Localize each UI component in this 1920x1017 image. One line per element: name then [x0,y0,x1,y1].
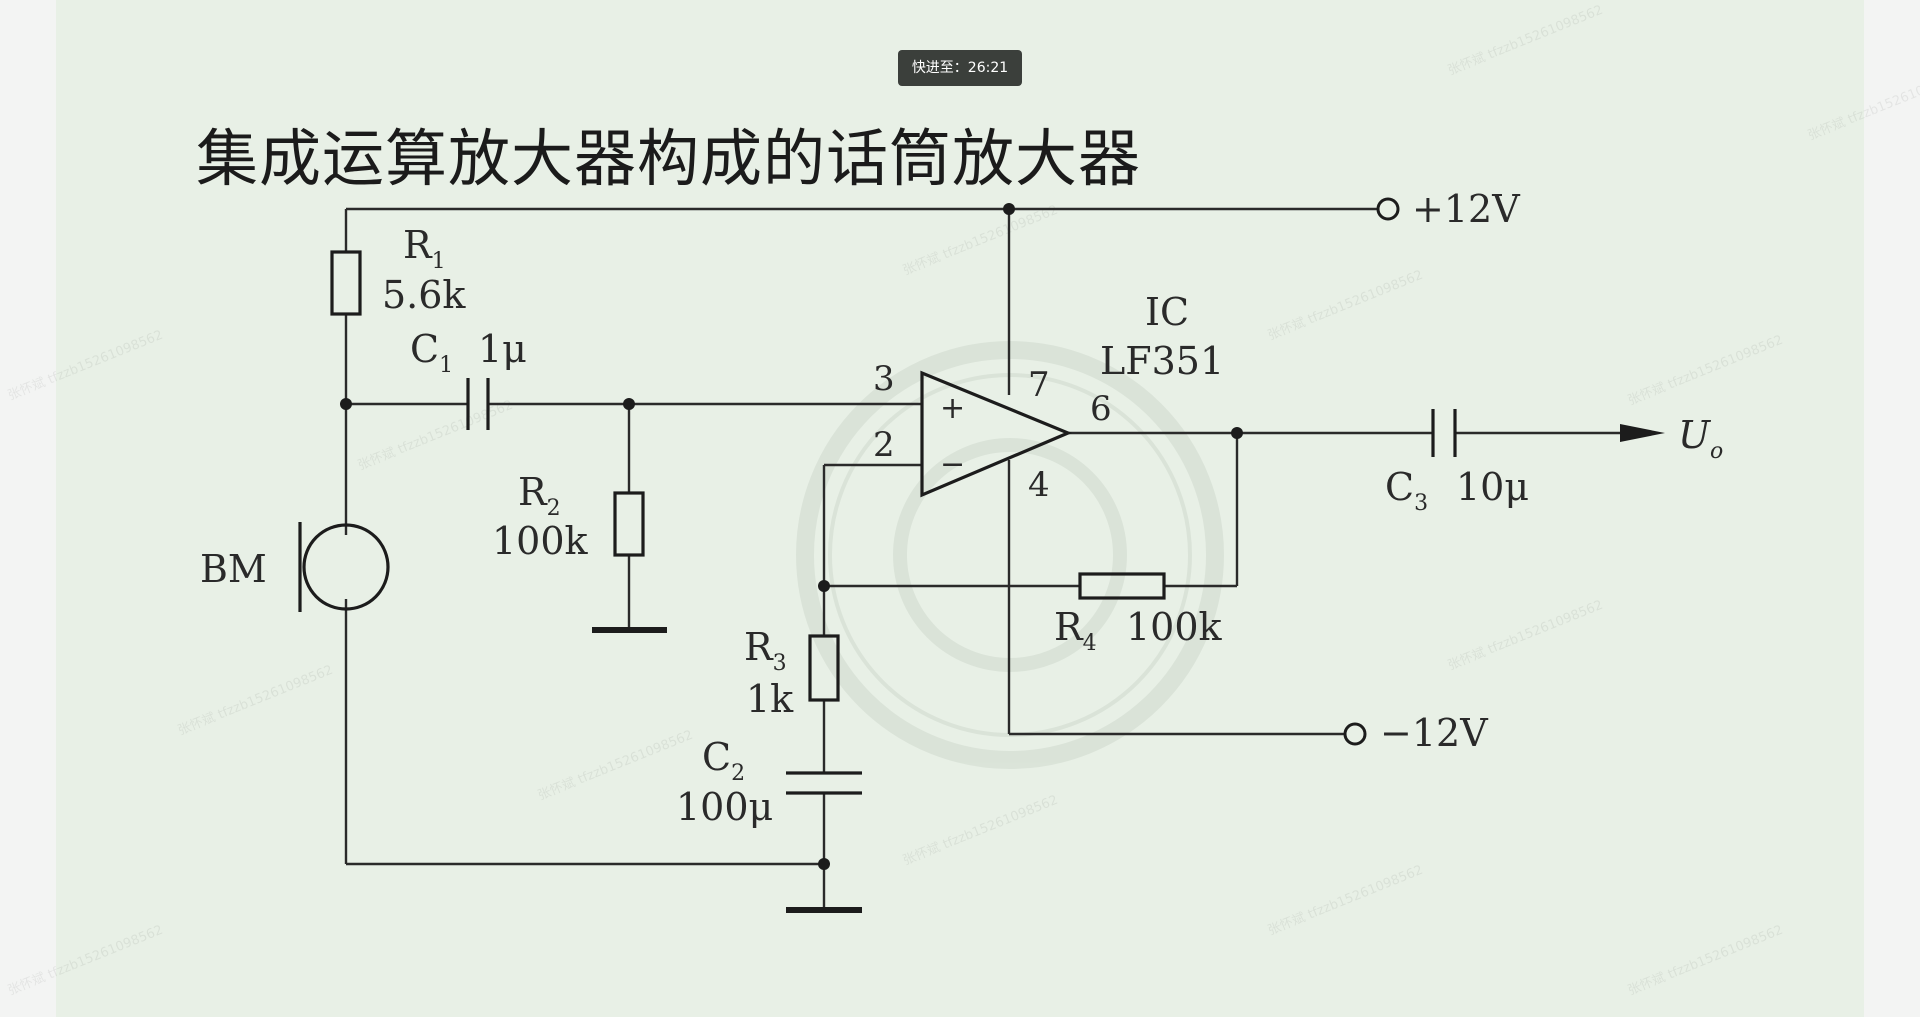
c1-sub-label: 1 [439,353,453,378]
r2-sub-label: 2 [547,496,561,521]
resistor-r2 [613,491,645,557]
vpos-label: +12V [1412,187,1520,231]
r4-name-label: R [1054,605,1084,649]
ic-part-label: LF351 [1100,339,1224,383]
resistor-r4 [1078,572,1166,600]
microphone-bm [298,522,390,612]
svg-text:张怀斌 tfzzb15261098562: 张怀斌 tfzzb15261098562 [1626,923,1785,999]
r4-value-label: 100k [1126,605,1223,649]
pin-3-label: 3 [873,359,895,399]
c3-name-label: C [1385,465,1414,509]
ic-name-label: IC [1145,290,1189,334]
seek-indicator-badge: 快进至：26:21 [898,50,1022,86]
svg-text:张怀斌 tfzzb15261098562: 张怀斌 tfzzb15261098562 [1626,333,1785,409]
c1-name-label: C [410,327,439,371]
svg-text:张怀斌 tfzzb15261098562: 张怀斌 tfzzb15261098562 [176,663,335,739]
uo-name-label: U [1678,413,1712,457]
bm-label: BM [200,547,267,591]
svg-text:Uo: Uo [1678,413,1723,464]
c3-sub-label: 3 [1414,491,1428,516]
r4-sub-label: 4 [1083,631,1097,656]
svg-text:张怀斌 tfzzb15261098562: 张怀斌 tfzzb15261098562 [536,728,695,804]
c3-value-label: 10μ [1456,465,1529,509]
svg-text:C2: C2 [702,735,745,786]
minus-input-symbol: − [940,447,965,482]
svg-text:C3: C3 [1385,465,1428,516]
capacitor-c3 [1431,409,1457,457]
svg-text:张怀斌 tfzzb15261098562: 张怀斌 tfzzb15261098562 [6,328,165,404]
op-amp-ic [920,370,1073,498]
terminal-vneg [1343,722,1367,746]
svg-text:张怀斌 tfzzb15261098562: 张怀斌 tfzzb15261098562 [1266,863,1425,939]
c2-name-label: C [702,735,731,779]
slide-background [56,0,1864,1017]
r3-sub-label: 3 [773,651,787,676]
svg-text:张怀斌 tfzzb15261098562: 张怀斌 tfzzb15261098562 [901,203,1060,279]
labels: R1 5.6k C1 1μ R2 100k BM R3 1k C2 100μ R… [200,187,1723,829]
svg-text:R4: R4 [1054,605,1097,656]
c2-sub-label: 2 [731,761,745,786]
vneg-label: −12V [1380,711,1488,755]
svg-text:C1: C1 [410,327,453,378]
svg-text:张怀斌 tfzzb15261098562: 张怀斌 tfzzb15261098562 [1446,3,1605,79]
pin-2-label: 2 [873,425,895,465]
resistor-r1 [330,250,362,316]
terminal-vpos [1376,197,1400,221]
c2-value-label: 100μ [676,785,773,829]
svg-text:张怀斌 tfzzb15261098562: 张怀斌 tfzzb15261098562 [6,923,165,999]
svg-text:张怀斌 tfzzb15261098562: 张怀斌 tfzzb15261098562 [1806,68,1920,144]
svg-text:R3: R3 [744,625,787,676]
svg-text:张怀斌 tfzzb15261098562: 张怀斌 tfzzb15261098562 [1266,268,1425,344]
pin-7-label: 7 [1028,365,1050,405]
output-arrow [1620,424,1665,442]
c1-value-label: 1μ [478,327,527,371]
pin-6-label: 6 [1090,389,1112,429]
r3-name-label: R [744,625,774,669]
wires [344,207,1625,908]
r3-value-label: 1k [746,677,794,721]
r1-value-label: 5.6k [382,273,466,317]
r2-name-label: R [518,470,548,514]
svg-text:张怀斌 tfzzb15261098562: 张怀斌 tfzzb15261098562 [901,793,1060,869]
uo-sub-label: o [1710,439,1723,464]
pin-4-label: 4 [1028,465,1050,505]
svg-text:张怀斌 tfzzb15261098562: 张怀斌 tfzzb15261098562 [356,398,515,474]
junction-dots [340,203,1243,870]
capacitor-c2 [786,771,862,795]
resistor-r3 [808,634,840,702]
svg-text:R1: R1 [403,223,446,274]
plus-input-symbol: + [940,391,965,426]
r2-value-label: 100k [492,519,589,563]
r1-name-label: R [403,223,433,267]
svg-text:张怀斌 tfzzb15261098562: 张怀斌 tfzzb15261098562 [1446,598,1605,674]
page-title: 集成运算放大器构成的话筒放大器 [196,122,1142,195]
capacitor-c1 [466,378,490,430]
svg-text:R2: R2 [518,470,561,521]
r1-sub-label: 1 [432,249,446,274]
